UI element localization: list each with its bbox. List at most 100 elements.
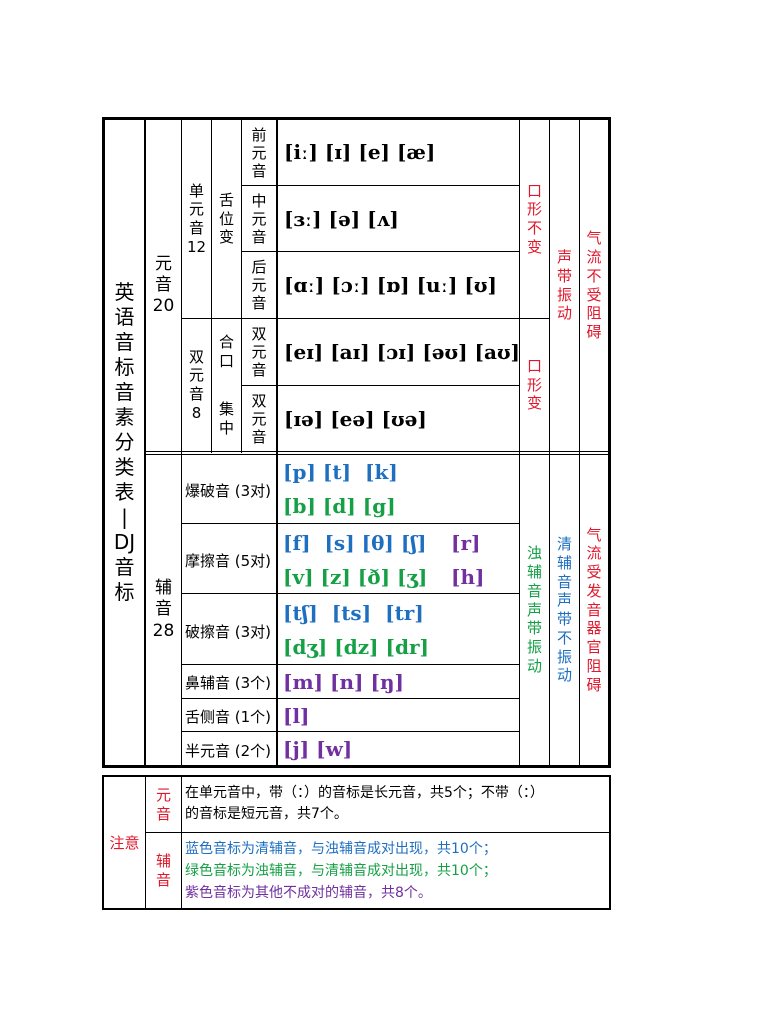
char: 不	[556, 628, 572, 647]
char: 流	[586, 248, 602, 266]
voiced-consonant-label: 浊辅音声带振动	[520, 455, 549, 765]
char: 音	[251, 361, 267, 379]
char: 后	[251, 258, 267, 276]
fricative-label: 摩擦音 (5对)	[185, 552, 272, 570]
char: 振	[556, 647, 572, 666]
char: 音	[251, 427, 267, 446]
char: 官	[586, 638, 602, 657]
mouth-changes-label: 口形变	[520, 319, 549, 451]
centring-diphthong-ipa: [ɪə] [eə] [ʊə]	[284, 407, 427, 431]
char: 表	[114, 480, 135, 504]
char: 单	[188, 181, 204, 200]
char: |	[121, 505, 128, 529]
char: 气	[586, 525, 602, 544]
char: 发	[586, 581, 602, 600]
char: DJ	[113, 530, 136, 554]
char: 变	[526, 394, 542, 413]
char: 音	[251, 161, 267, 180]
notes-consonant-text: 蓝色音标为清辅音，与浊辅音成对出现，共10个； 绿色音标为浊辅音，与清辅音成对出…	[185, 838, 607, 904]
char: 元	[251, 143, 267, 162]
char: 辅	[155, 578, 172, 599]
char: 元	[188, 366, 204, 385]
affricate-voiced: [dʒ] [dz] [dr]	[283, 635, 429, 659]
char: 器	[586, 619, 602, 638]
char: 动	[556, 666, 572, 685]
closing-group-label: 合口	[212, 319, 241, 385]
char: 素	[114, 405, 135, 429]
char: 元	[188, 200, 204, 219]
char: 12	[186, 237, 207, 256]
tongue-position-label: 舌位变	[212, 120, 241, 318]
char: 音	[155, 870, 171, 889]
char: 舌	[218, 190, 234, 209]
char: 振	[556, 285, 572, 304]
centring-group-label: 集中	[212, 386, 241, 451]
char: 声	[526, 600, 542, 619]
char: 音	[188, 385, 204, 403]
char: 音	[556, 572, 572, 591]
char: 辅	[526, 563, 542, 582]
char: 音	[114, 555, 135, 579]
char: 振	[526, 638, 542, 657]
lateral-label: 舌侧音 (1个)	[185, 708, 272, 726]
vocal-cord-vibration-label: 声带振动	[550, 120, 579, 451]
char: 带	[556, 610, 572, 628]
char: 音	[586, 600, 602, 619]
notes-consonant-label: 辅音	[146, 833, 181, 908]
char: 元	[251, 409, 267, 428]
char: 带	[526, 619, 542, 638]
char: 音	[251, 294, 267, 312]
char: 声	[556, 248, 572, 266]
char: 音	[114, 380, 135, 404]
fricative-voiced: [v] [z] [ð] [ʒ]	[283, 565, 428, 589]
char: 音	[251, 227, 267, 246]
notes-label: 注意	[109, 834, 140, 852]
char: 不	[586, 266, 602, 285]
front-vowel-label: 前元音	[242, 120, 276, 185]
char: 中	[218, 418, 234, 437]
char: 双	[251, 391, 267, 410]
char: 英	[114, 280, 135, 304]
char: 流	[586, 544, 602, 563]
char: 不	[526, 219, 542, 237]
notes-vowel-line: 在单元音中，带（：）的音标是长元音，共5个；不带（：）	[185, 785, 544, 801]
semivowel-ipa: [j] [w]	[283, 737, 353, 761]
mouth-unchanged-label: 口形不变	[520, 120, 549, 318]
fricative-voiceless: [f] [s] [θ] [ʃ]	[283, 531, 427, 555]
char: 元	[155, 253, 172, 274]
char: 动	[526, 656, 542, 675]
char: 双	[251, 325, 267, 343]
voiceless-consonant-label: 清辅音声带不振动	[550, 455, 579, 765]
notes-voiced-line: 绿色音标为浊辅音，与清辅音成对出现，共10个；	[185, 863, 497, 879]
char: 位	[218, 209, 234, 228]
char: 辅	[155, 851, 171, 870]
affricate-label: 破擦音 (3对)	[185, 623, 272, 641]
char: 音	[155, 599, 172, 620]
char: 中	[251, 191, 267, 210]
closing-type-label: 双元音	[242, 319, 276, 385]
char: 带	[556, 266, 572, 285]
char: 口	[526, 356, 542, 375]
char: 音	[188, 219, 204, 237]
airflow-obstructed-label: 气流受发音器官阻碍	[580, 455, 608, 765]
char: 形	[526, 200, 542, 219]
char: 口	[218, 352, 234, 370]
central-vowel-ipa: [ɜː] [ə] [ʌ]	[284, 207, 399, 231]
char: 气	[586, 229, 602, 248]
notes-other-line: 紫色音标为其他不成对的辅音，共8个。	[185, 885, 432, 901]
plosive-voiced: [b] [d] [g]	[283, 494, 396, 518]
char: 音	[155, 274, 172, 295]
char: 变	[218, 228, 234, 247]
char: 集	[218, 399, 234, 418]
back-vowel-label: 后元音	[242, 252, 276, 318]
char: 音	[155, 804, 171, 823]
char: 浊	[526, 544, 542, 563]
char: 分	[114, 430, 135, 454]
char: 阻	[586, 656, 602, 675]
char: 受	[586, 285, 602, 304]
char: 28	[152, 620, 175, 641]
char: 双	[188, 347, 204, 366]
